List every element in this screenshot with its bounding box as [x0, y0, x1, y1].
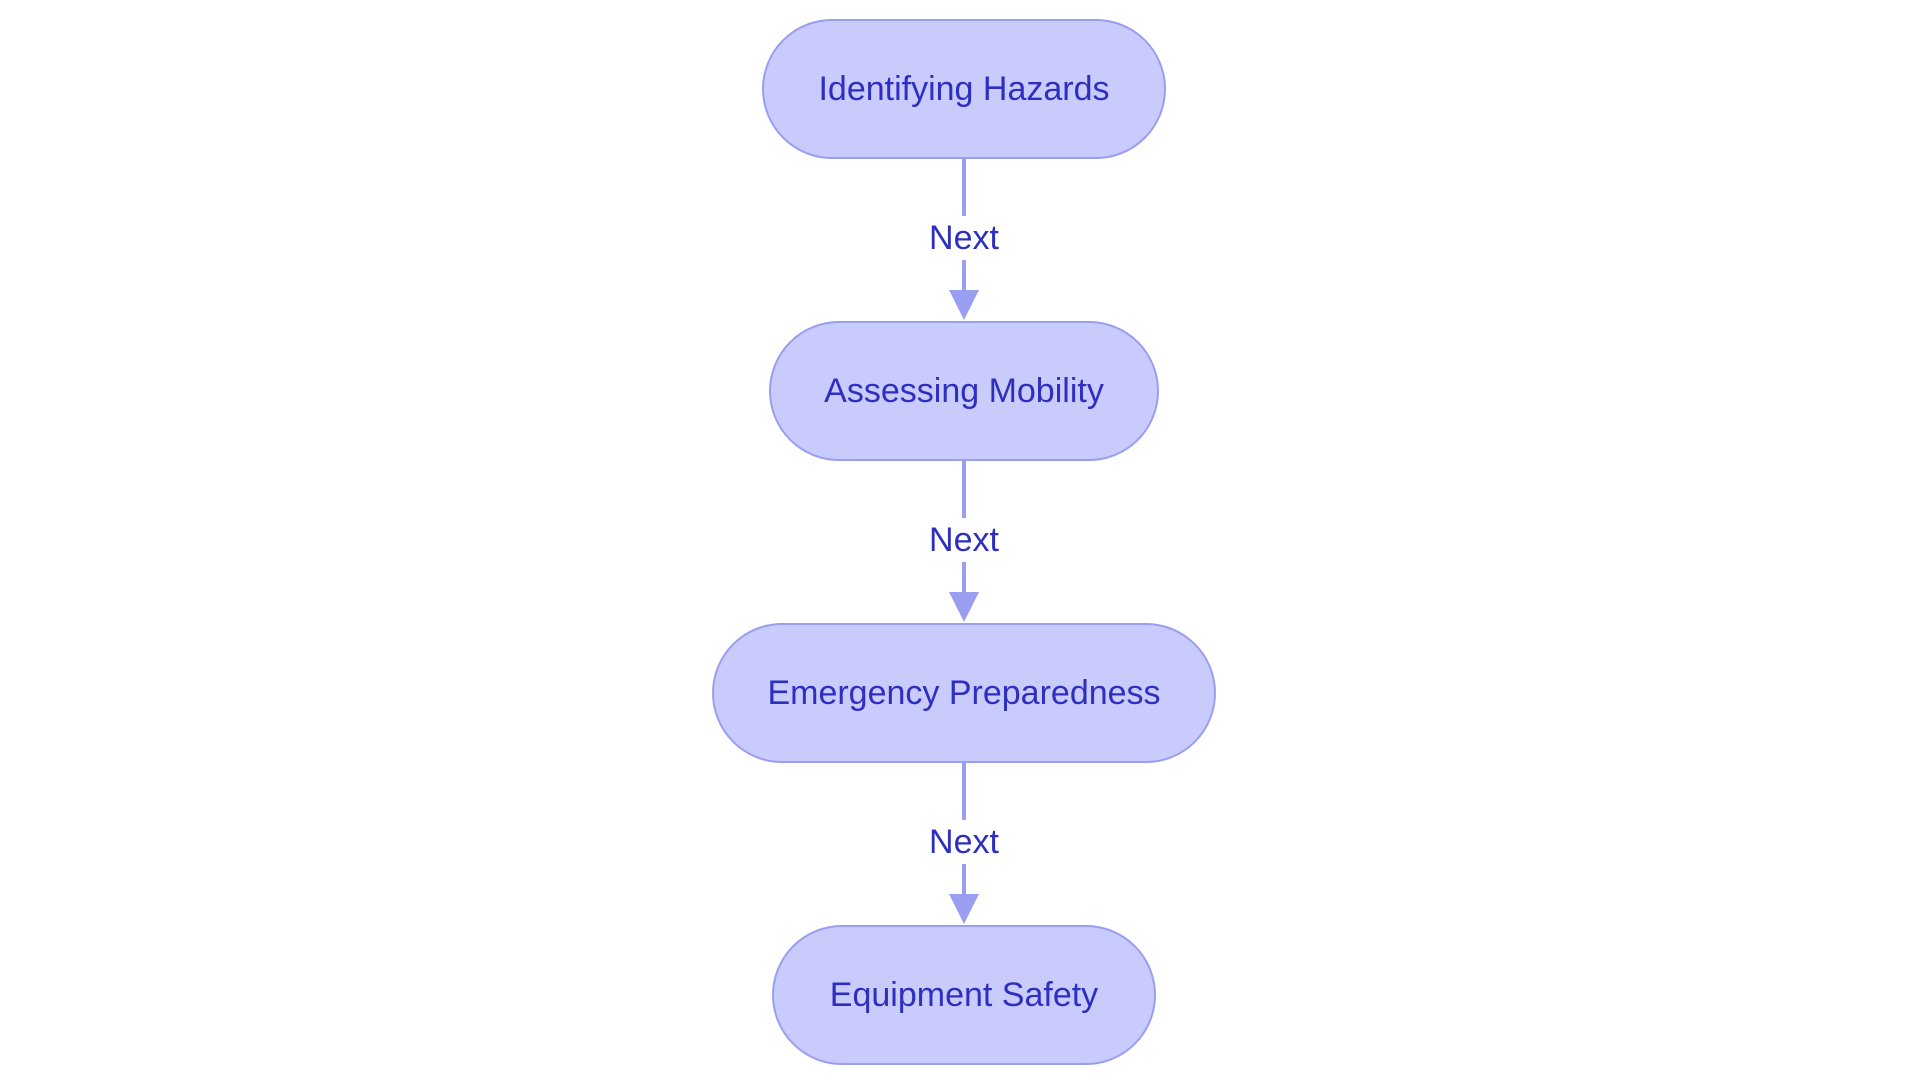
node-equipment-safety-shape: [772, 925, 1156, 1065]
edge-3: Next: [920, 762, 1008, 924]
node-emergency-preparedness-shape: [712, 623, 1216, 763]
edge-1-arrowhead-icon: [949, 290, 979, 320]
node-emergency-preparedness-label: Emergency Preparedness: [767, 674, 1160, 712]
edge-3-arrowhead-icon: [949, 894, 979, 924]
node-assessing-mobility[interactable]: Assessing Mobility: [769, 321, 1159, 461]
edge-1: Next: [920, 158, 1008, 320]
node-emergency-preparedness[interactable]: Emergency Preparedness: [712, 623, 1216, 763]
node-identifying-hazards-shape: [762, 19, 1166, 159]
edge-2: Next: [920, 460, 1008, 622]
node-equipment-safety[interactable]: Equipment Safety: [772, 925, 1156, 1065]
edge-3-label-bg: [920, 820, 1008, 864]
edge-2-label-bg: [920, 518, 1008, 562]
node-assessing-mobility-label: Assessing Mobility: [824, 372, 1104, 410]
edge-3-label: Next: [929, 823, 999, 861]
edge-2-label: Next: [929, 521, 999, 559]
node-identifying-hazards[interactable]: Identifying Hazards: [762, 19, 1166, 159]
node-identifying-hazards-label: Identifying Hazards: [818, 70, 1109, 108]
node-equipment-safety-label: Equipment Safety: [830, 976, 1098, 1014]
edge-1-label-bg: [920, 216, 1008, 260]
edge-1-label: Next: [929, 219, 999, 257]
node-assessing-mobility-shape: [769, 321, 1159, 461]
edge-2-arrowhead-icon: [949, 592, 979, 622]
